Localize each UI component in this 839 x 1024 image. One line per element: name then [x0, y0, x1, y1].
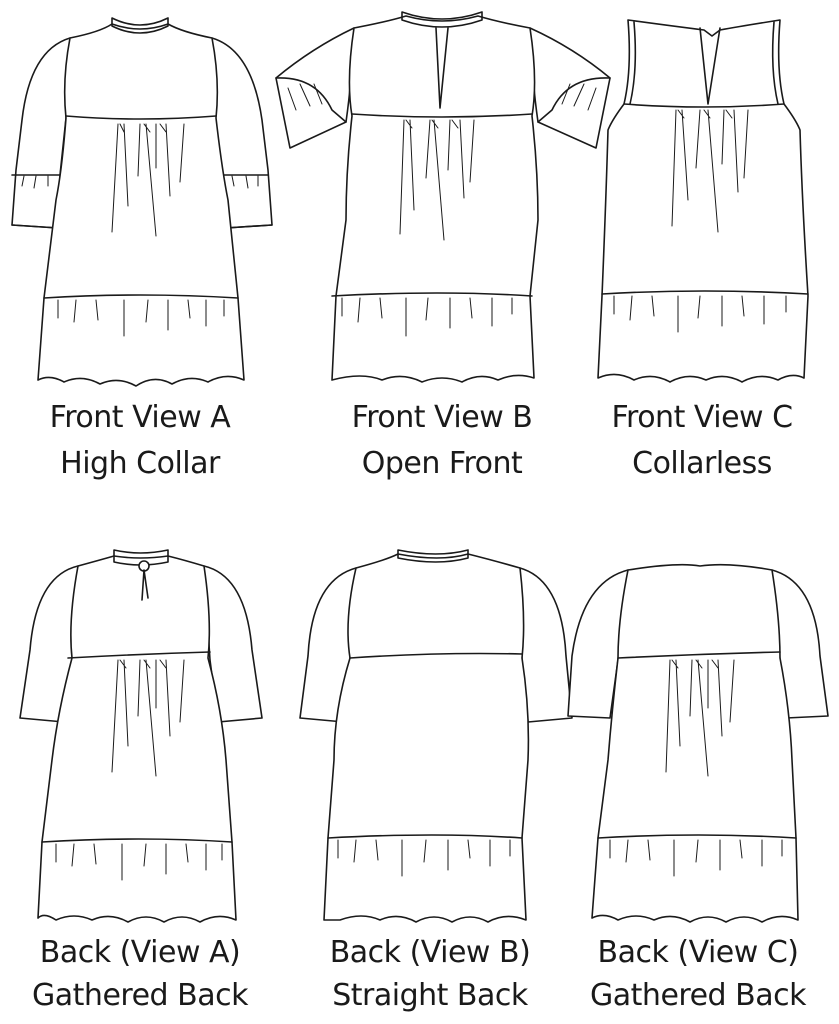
- right-armhole-binding: [771, 21, 779, 105]
- bodice: [37, 555, 237, 923]
- front-view-a-drawing: [11, 17, 273, 387]
- right-sleeve-band: [537, 77, 611, 123]
- tier-seam: [43, 294, 239, 299]
- left-sleeve: [299, 567, 357, 723]
- caption-subtitle: High Collar: [60, 446, 220, 481]
- bodice: [37, 23, 245, 387]
- open-front-slit: [435, 27, 449, 109]
- panel-back-view-a: Back (View A) Gathered Back: [0, 540, 280, 1024]
- caption-title: Front View A: [49, 400, 231, 435]
- caption-title: Front View C: [611, 400, 793, 435]
- caption-subtitle: Collarless: [632, 446, 772, 481]
- left-sleeve: [567, 569, 629, 719]
- left-sleeve: [19, 565, 79, 723]
- yoke-seam: [623, 103, 785, 108]
- caption-subtitle: Gathered Back: [32, 978, 248, 1013]
- keyhole-opening: [141, 569, 149, 601]
- panel-front-view-c: Front View C Collarless: [572, 0, 839, 490]
- left-armhole-binding: [629, 21, 637, 105]
- caption-subtitle: Open Front: [361, 446, 523, 481]
- bodice: [591, 563, 799, 923]
- caption-title: Back (View B): [329, 935, 531, 970]
- tier-seam: [41, 838, 233, 843]
- bodice: [597, 19, 809, 383]
- caption-title: Back (View C): [597, 935, 799, 970]
- panel-back-view-b: Back (View B) Straight Back: [290, 540, 573, 1024]
- band-collar: [401, 11, 483, 28]
- tier-seam: [331, 292, 533, 297]
- front-view-b-drawing: [275, 11, 611, 383]
- right-sleeve: [771, 569, 829, 719]
- panel-front-view-a: Front View A High Collar: [0, 0, 280, 490]
- tier-seam: [597, 834, 797, 839]
- yoke-seam: [67, 651, 211, 659]
- back-view-c-drawing: [567, 563, 829, 923]
- yoke-seam: [351, 113, 533, 118]
- caption-title: Back (View A): [39, 935, 241, 970]
- high-collar: [111, 17, 169, 34]
- caption-subtitle: Gathered Back: [590, 978, 806, 1013]
- front-view-c-drawing: [597, 19, 809, 383]
- tier-seam: [327, 834, 523, 839]
- back-collar: [113, 549, 169, 566]
- bodice: [331, 15, 539, 383]
- yoke-seam: [617, 651, 781, 659]
- back-view-b-drawing: [299, 549, 573, 923]
- back-collar: [397, 549, 469, 563]
- back-view-a-drawing: [19, 549, 263, 923]
- panel-back-view-c: Back (View C) Gathered Back: [558, 540, 838, 1024]
- collarless-slit: [699, 27, 721, 105]
- caption-title: Front View B: [351, 400, 533, 435]
- left-sleeve-band: [275, 77, 347, 123]
- right-sleeve: [203, 565, 263, 723]
- right-sleeve: [519, 567, 573, 723]
- left-cuff: [11, 174, 61, 229]
- yoke-seam: [65, 115, 217, 120]
- right-cuff: [221, 174, 273, 229]
- bodice: [323, 553, 530, 923]
- panel-front-view-b: Front View B Open Front: [275, 0, 611, 490]
- caption-subtitle: Straight Back: [332, 978, 528, 1013]
- tier-seam: [601, 290, 809, 295]
- yoke-seam: [349, 652, 523, 659]
